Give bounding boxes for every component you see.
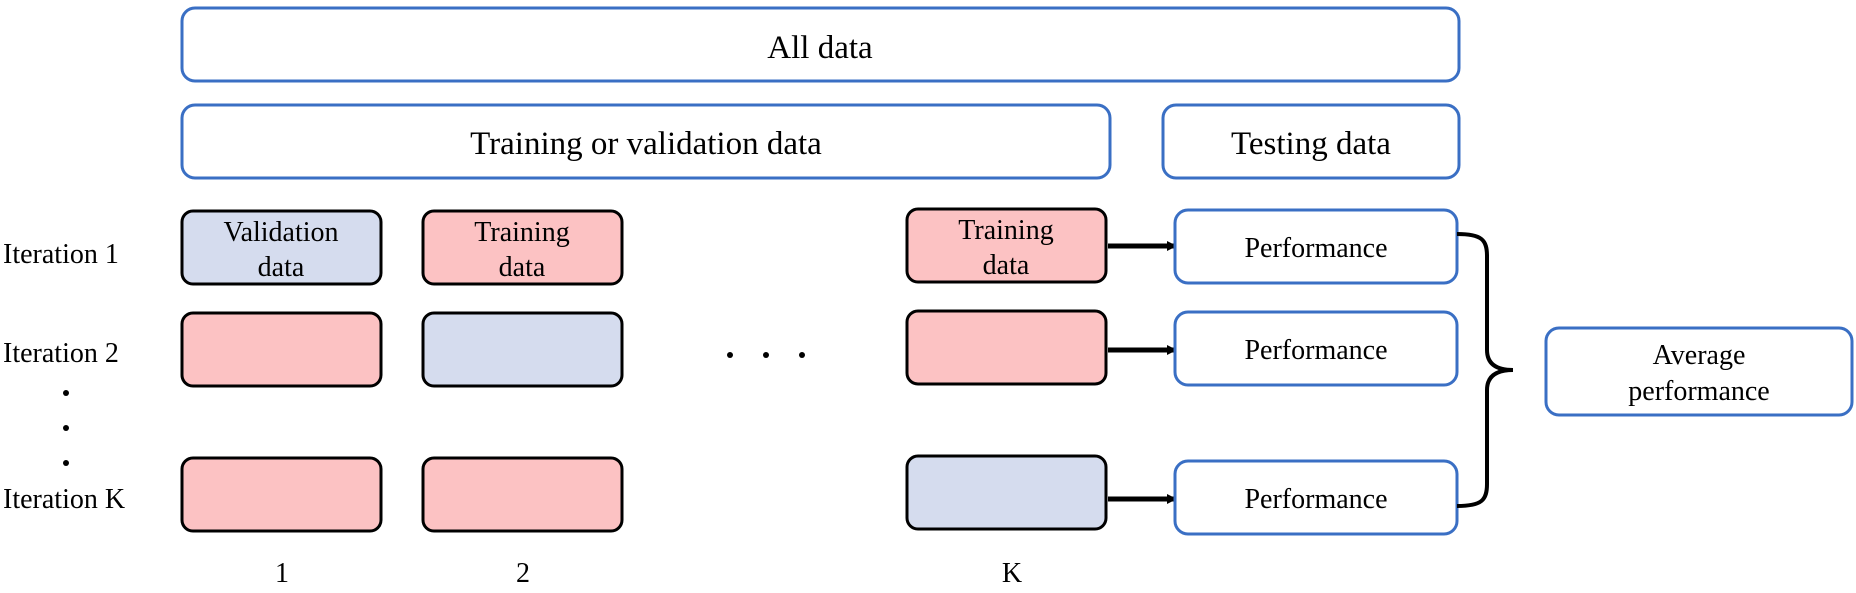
- fold-box: Training data: [421, 209, 624, 286]
- fold-label-line1: Validation: [223, 217, 338, 248]
- fold-number: 1: [275, 558, 289, 589]
- performance-label: Performance: [1244, 335, 1387, 366]
- all-data-box: All data: [180, 6, 1461, 83]
- performance-label: Performance: [1244, 484, 1387, 515]
- fold-box: [421, 311, 624, 388]
- curly-brace: [1456, 232, 1514, 508]
- iteration-label: Iteration K: [3, 484, 125, 515]
- performance-label: Performance: [1244, 233, 1387, 264]
- iteration-label: Iteration 2: [3, 338, 119, 369]
- performance-box: Performance: [1173, 459, 1459, 536]
- fold-label-line1: Training: [474, 217, 569, 248]
- fold-box: Validation data: [180, 209, 383, 286]
- average-label-line2: performance: [1628, 376, 1769, 407]
- training-or-validation-label: Training or validation data: [470, 126, 822, 162]
- fold-box: [905, 309, 1108, 386]
- fold-number: 2: [516, 558, 530, 589]
- fold-label-line1: Training: [958, 215, 1053, 246]
- average-performance-box: Average performance: [1544, 326, 1854, 417]
- fold-label-line2: data: [499, 252, 546, 283]
- training-or-validation-box: Training or validation data: [180, 103, 1112, 180]
- iteration-label: Iteration 1: [3, 239, 119, 270]
- fold-label-line2: data: [983, 250, 1030, 281]
- vertical-ellipsis: [63, 390, 69, 466]
- fold-box: [180, 456, 383, 533]
- fold-number: K: [1002, 558, 1022, 589]
- fold-label-line2: data: [258, 252, 305, 283]
- testing-data-box: Testing data: [1161, 103, 1461, 180]
- performance-box: Performance: [1173, 208, 1459, 285]
- testing-data-label: Testing data: [1231, 126, 1391, 162]
- fold-box: [180, 311, 383, 388]
- fold-box: Training data: [905, 207, 1108, 284]
- fold-box: [905, 454, 1108, 531]
- performance-box: Performance: [1173, 310, 1459, 387]
- average-label-line1: Average: [1653, 340, 1746, 371]
- horizontal-ellipsis: [727, 352, 805, 358]
- fold-box: [421, 456, 624, 533]
- all-data-label: All data: [767, 30, 873, 66]
